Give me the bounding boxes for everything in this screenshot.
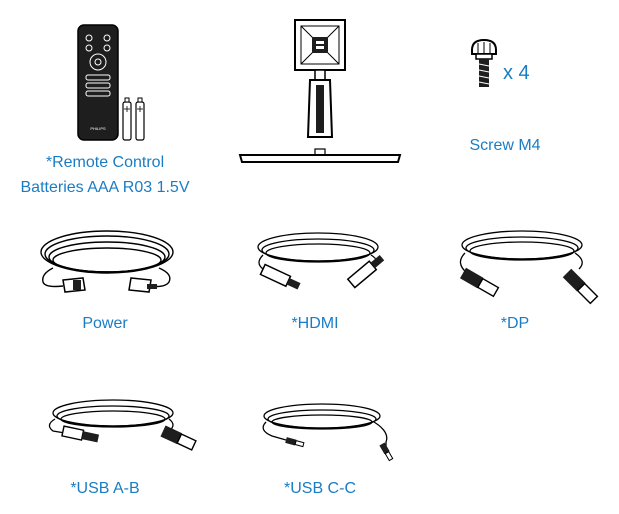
remote-label-line2: Batteries AAA R03 1.5V — [20, 179, 190, 196]
usb-c-c-cable-icon — [262, 403, 394, 462]
hdmi-label: *HDMI — [291, 315, 339, 332]
power-label: Power — [82, 315, 128, 332]
usb-a-b-cable-icon — [48, 399, 197, 451]
remote-control-with-batteries-icon: PHILIPS — [77, 24, 145, 141]
monitor-stand-icon — [238, 19, 402, 163]
remote-brand: PHILIPS — [90, 126, 106, 131]
hdmi-cable-icon — [257, 232, 385, 290]
usb-c-c-label: *USB C-C — [283, 480, 356, 497]
usb-a-b-label: *USB A-B — [70, 480, 140, 497]
screw-label: Screw M4 — [469, 137, 541, 154]
displayport-cable-icon — [459, 230, 599, 305]
screw-icon — [471, 38, 497, 87]
dp-label: *DP — [500, 315, 530, 332]
power-cable-icon — [40, 230, 174, 293]
screw-quantity: x 4 — [503, 62, 530, 84]
remote-label-line1: *Remote Control — [45, 154, 165, 171]
